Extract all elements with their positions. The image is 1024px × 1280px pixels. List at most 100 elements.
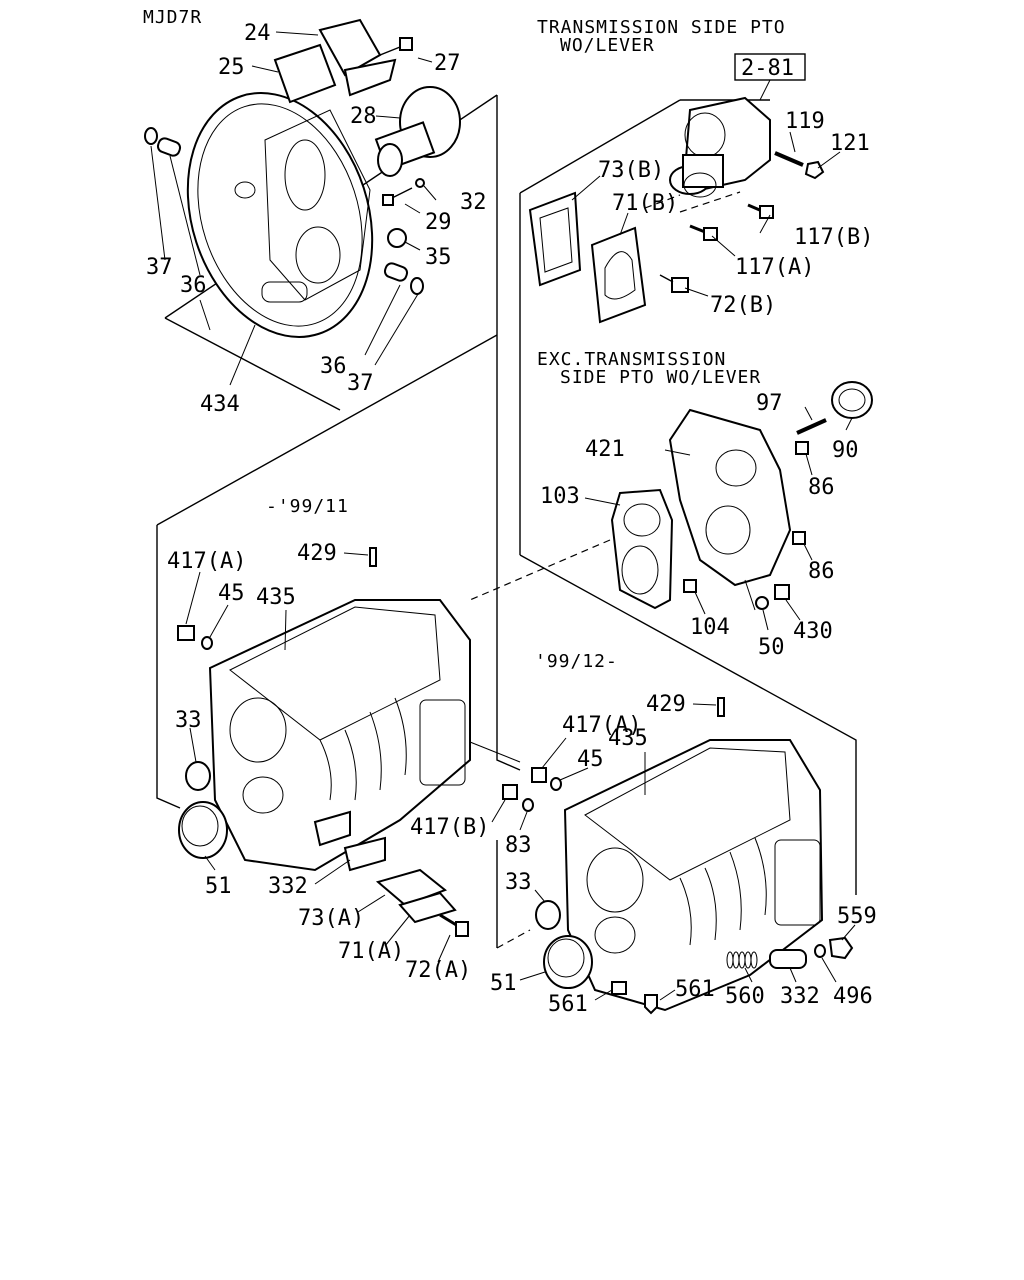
- exc-heading-line2: SIDE PTO WO/LEVER: [560, 367, 761, 388]
- label-332-early: 332: [268, 874, 308, 899]
- sleeve-332-late[interactable]: [769, 949, 807, 969]
- bolt-117a[interactable]: [689, 224, 718, 241]
- plug-35[interactable]: [387, 228, 407, 248]
- plug-417a-early[interactable]: [177, 625, 195, 641]
- label-421: 421: [585, 437, 625, 462]
- bolt-72b[interactable]: [659, 274, 689, 293]
- spring-560[interactable]: [726, 951, 758, 969]
- stud-119[interactable]: [774, 151, 804, 167]
- cover-71a[interactable]: [398, 891, 457, 924]
- label-496: 496: [833, 984, 873, 1009]
- label-97: 97: [756, 391, 783, 416]
- leader-lines-lower-right: [491, 703, 856, 1001]
- label-25: 25: [218, 55, 245, 80]
- label-332-late: 332: [780, 984, 820, 1009]
- label-429-late: 429: [646, 692, 686, 717]
- pto-unit[interactable]: [669, 96, 771, 198]
- oil-seal-33-early[interactable]: [185, 761, 211, 791]
- washer-45-early[interactable]: [201, 636, 213, 650]
- label-417a-late: 417(A): [562, 713, 641, 738]
- plug-561-right[interactable]: [644, 994, 658, 1015]
- bracket-332-early[interactable]: [313, 810, 386, 872]
- bolt-72a[interactable]: [439, 913, 469, 937]
- plug-417a-late[interactable]: [531, 767, 547, 783]
- transmission-case-435-late[interactable]: [563, 739, 824, 1012]
- washer-45-late[interactable]: [550, 777, 562, 791]
- label-417b: 417(B): [410, 815, 489, 840]
- washer-496[interactable]: [814, 944, 826, 958]
- nut-121[interactable]: [804, 160, 825, 180]
- washer-32[interactable]: [415, 178, 425, 188]
- leader-lines-top-right: [571, 79, 841, 297]
- label-73a: 73(A): [298, 906, 364, 931]
- reference-box-label: 2-81: [741, 56, 794, 81]
- label-71b: 71(B): [612, 191, 678, 216]
- label-561-left: 561: [548, 992, 588, 1017]
- oil-seal-33-late[interactable]: [535, 900, 561, 930]
- label-435-late: 435: [608, 726, 648, 751]
- label-37-left: 37: [146, 255, 173, 280]
- label-117b: 117(B): [794, 225, 873, 250]
- leader-lines-top-left: [150, 31, 437, 386]
- bolt-86-lower[interactable]: [792, 531, 806, 545]
- cover-24-gasket-25[interactable]: [273, 18, 397, 104]
- bolt-104[interactable]: [683, 579, 697, 593]
- exc-heading-line1: EXC.TRANSMISSION: [537, 349, 726, 370]
- label-29: 29: [425, 210, 452, 235]
- dowel-36-and-ring-37-left[interactable]: [144, 127, 182, 157]
- bearing-retainer-28[interactable]: [374, 86, 461, 177]
- cap-51-early[interactable]: [178, 801, 228, 859]
- washer-83[interactable]: [522, 798, 534, 812]
- label-86-lower: 86: [808, 559, 835, 584]
- bolt-27[interactable]: [379, 37, 413, 56]
- label-32: 32: [460, 190, 487, 215]
- label-119: 119: [785, 109, 825, 134]
- bolt-86-upper[interactable]: [795, 441, 809, 455]
- nut-559[interactable]: [828, 936, 854, 960]
- gasket-73b[interactable]: [528, 191, 582, 287]
- cap-51-late[interactable]: [543, 935, 593, 989]
- label-36-right: 36: [320, 354, 347, 379]
- label-561-right: 561: [675, 977, 715, 1002]
- label-51-late: 51: [490, 971, 517, 996]
- transmission-case-435-early[interactable]: [208, 599, 471, 872]
- plug-430[interactable]: [774, 584, 790, 600]
- oil-seal-90[interactable]: [831, 381, 873, 419]
- cover-421[interactable]: [668, 408, 792, 587]
- pto-heading-line2: WO/LEVER: [560, 35, 655, 56]
- label-121: 121: [830, 131, 870, 156]
- label-429-early: 429: [297, 541, 337, 566]
- label-51-early: 51: [205, 874, 232, 899]
- dowel-36-and-ring-37-right[interactable]: [383, 262, 424, 295]
- label-27: 27: [434, 51, 461, 76]
- washer-50[interactable]: [755, 596, 769, 610]
- leader-lines-lower-left: [185, 552, 521, 963]
- leader-lines-middle-right: [469, 406, 853, 631]
- label-33-early: 33: [175, 708, 202, 733]
- gasket-103[interactable]: [610, 488, 674, 610]
- label-45-early: 45: [218, 581, 245, 606]
- label-435-early: 435: [256, 585, 296, 610]
- label-86-upper: 86: [808, 475, 835, 500]
- label-90: 90: [832, 438, 859, 463]
- label-37-right: 37: [347, 371, 374, 396]
- cover-71b[interactable]: [590, 226, 647, 324]
- label-24: 24: [244, 21, 271, 46]
- plug-417b[interactable]: [502, 784, 518, 800]
- label-430: 430: [793, 619, 833, 644]
- drawing-code: MJD7R: [143, 7, 202, 28]
- stud-97[interactable]: [796, 418, 827, 435]
- label-117a: 117(A): [735, 255, 814, 280]
- dowel-pin-429-early[interactable]: [369, 547, 377, 567]
- label-28: 28: [350, 104, 377, 129]
- label-559: 559: [837, 904, 877, 929]
- dowel-pin-429-late[interactable]: [717, 697, 725, 717]
- label-35: 35: [425, 245, 452, 270]
- clutch-housing-434[interactable]: [158, 69, 403, 361]
- label-104: 104: [690, 615, 730, 640]
- label-36-left: 36: [180, 273, 207, 298]
- reference-box[interactable]: 2-81: [734, 53, 806, 81]
- bolt-29[interactable]: [382, 187, 413, 206]
- plug-561-left[interactable]: [611, 981, 627, 995]
